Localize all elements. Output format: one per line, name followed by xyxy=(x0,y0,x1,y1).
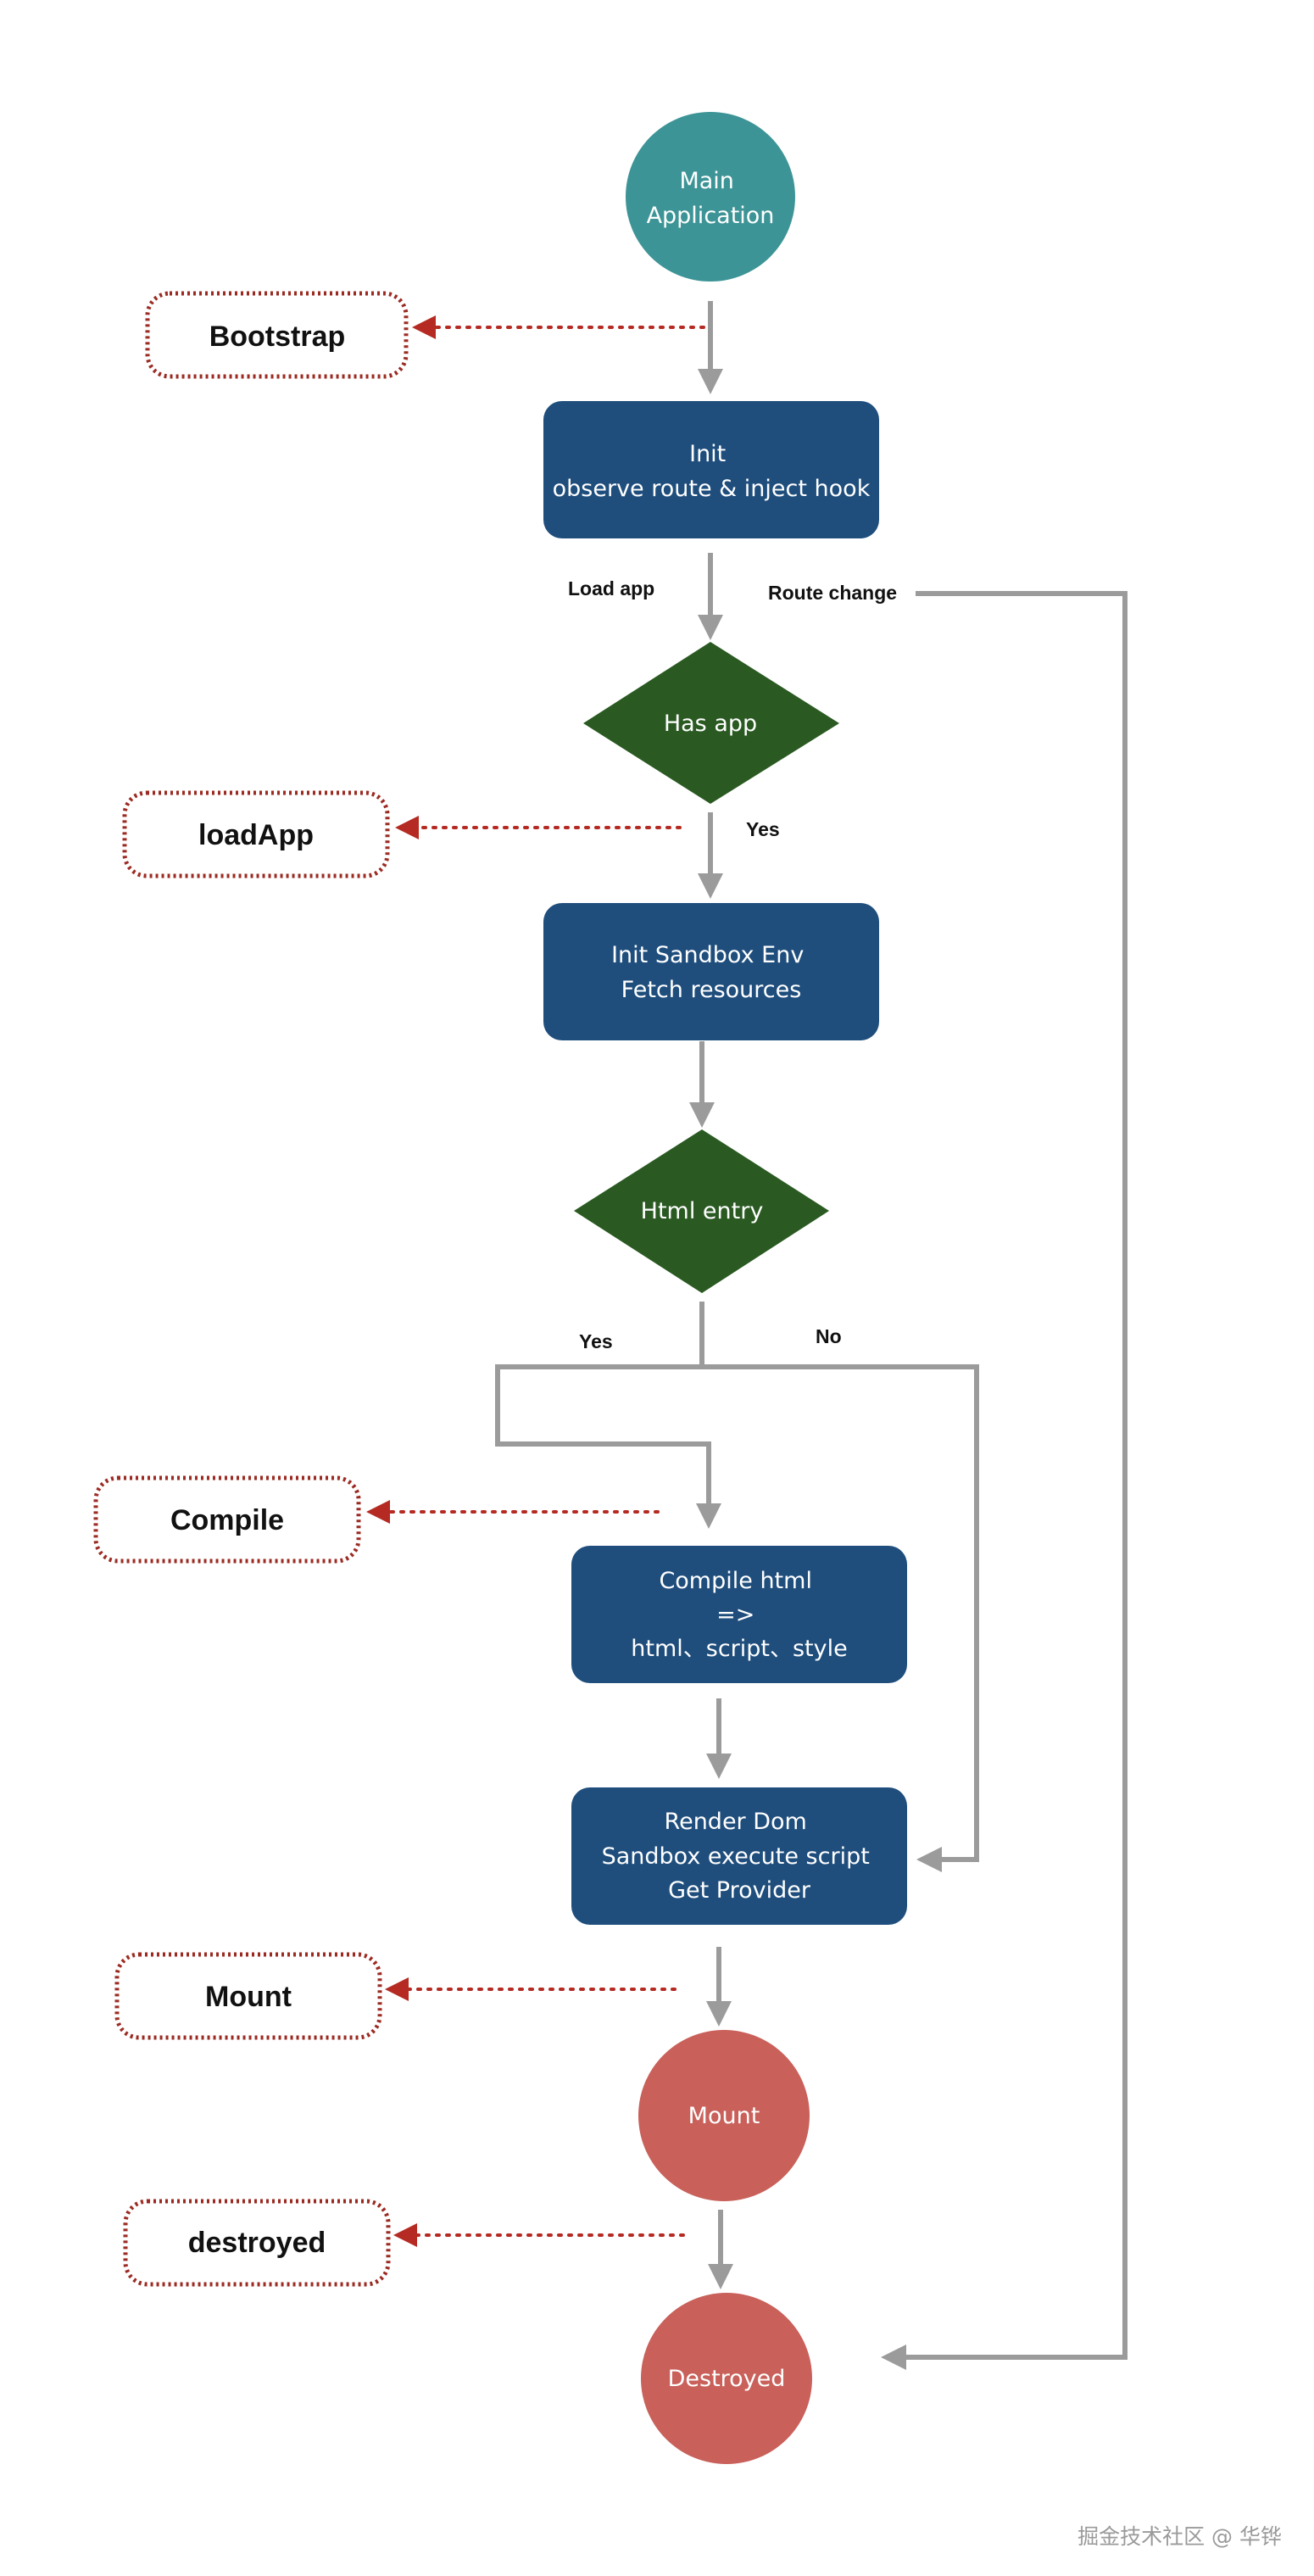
hook-destroyed-label: destroyed xyxy=(188,2227,326,2259)
svg-text:Init Sandbox Env Fetch r: Init Sandbox Env Fetch resources xyxy=(611,942,811,1003)
edge-label-html-no: No xyxy=(816,1325,842,1347)
node-mount: Mount xyxy=(638,2030,810,2201)
node-init-sandbox: Init Sandbox Env Fetch resources xyxy=(543,903,879,1040)
svg-text:Main Application: Main Application xyxy=(647,168,775,229)
hook-bootstrap: Bootstrap xyxy=(145,291,705,379)
svg-text:Render Dom Sandbox execu: Render Dom Sandbox execute script Get Pr… xyxy=(602,1809,877,1904)
init-line-2: observe route & inject hook xyxy=(553,476,871,502)
svg-text:Compile html => ht: Compile html => html、script、style xyxy=(631,1568,848,1662)
edge-label-html-yes: Yes xyxy=(579,1330,613,1352)
sandbox-line-1: Init Sandbox Env xyxy=(611,942,804,968)
node-render-dom: Render Dom Sandbox execute script Get Pr… xyxy=(571,1787,907,1925)
arrow-route-change xyxy=(881,591,1127,2370)
node-destroyed: Destroyed xyxy=(641,2293,812,2464)
node-init: Init observe route & inject hook xyxy=(543,401,879,538)
compile-line-2: => xyxy=(716,1602,754,1628)
node-html-entry: Html entry xyxy=(574,1129,829,1293)
edge-label-has-app-yes: Yes xyxy=(746,818,780,840)
sandbox-line-2: Fetch resources xyxy=(621,977,802,1003)
main-app-line-2: Application xyxy=(647,203,775,229)
main-app-line-1: Main xyxy=(679,168,733,194)
watermark-text: 掘金技术社区 @ 华铧 xyxy=(1077,2524,1282,2549)
hook-load-app-label: loadApp xyxy=(198,819,314,851)
html-entry-label: Html entry xyxy=(641,1198,764,1224)
render-line-3: Get Provider xyxy=(668,1877,811,1904)
render-line-1: Render Dom xyxy=(665,1809,807,1835)
has-app-label: Has app xyxy=(664,711,757,737)
hook-mount: Mount xyxy=(114,1952,676,2040)
arrow-html-entry-no xyxy=(702,1364,979,1872)
render-line-2: Sandbox execute script xyxy=(602,1843,870,1870)
svg-text:Init observe route & inj: Init observe route & inject hook xyxy=(553,441,871,502)
edge-label-load-app: Load app xyxy=(568,577,654,599)
node-compile-html: Compile html => html、script、style xyxy=(571,1546,907,1683)
destroyed-label: Destroyed xyxy=(668,2366,786,2392)
init-line-1: Init xyxy=(689,441,726,467)
hook-mount-label: Mount xyxy=(205,1981,292,2013)
compile-line-3: html、script、style xyxy=(631,1636,848,1662)
node-main-application: Main Application xyxy=(626,112,795,282)
hook-load-app: loadApp xyxy=(122,790,682,878)
hook-compile: Compile xyxy=(93,1475,660,1564)
hook-bootstrap-label: Bootstrap xyxy=(209,321,346,353)
hook-destroyed: destroyed xyxy=(123,2199,685,2287)
arrow-html-entry-yes xyxy=(495,1302,721,1529)
mount-label: Mount xyxy=(688,2103,760,2129)
hook-compile-label: Compile xyxy=(170,1504,284,1536)
node-has-app: Has app xyxy=(583,642,839,804)
edge-label-route-change: Route change xyxy=(768,582,897,604)
compile-line-1: Compile html xyxy=(659,1568,812,1594)
